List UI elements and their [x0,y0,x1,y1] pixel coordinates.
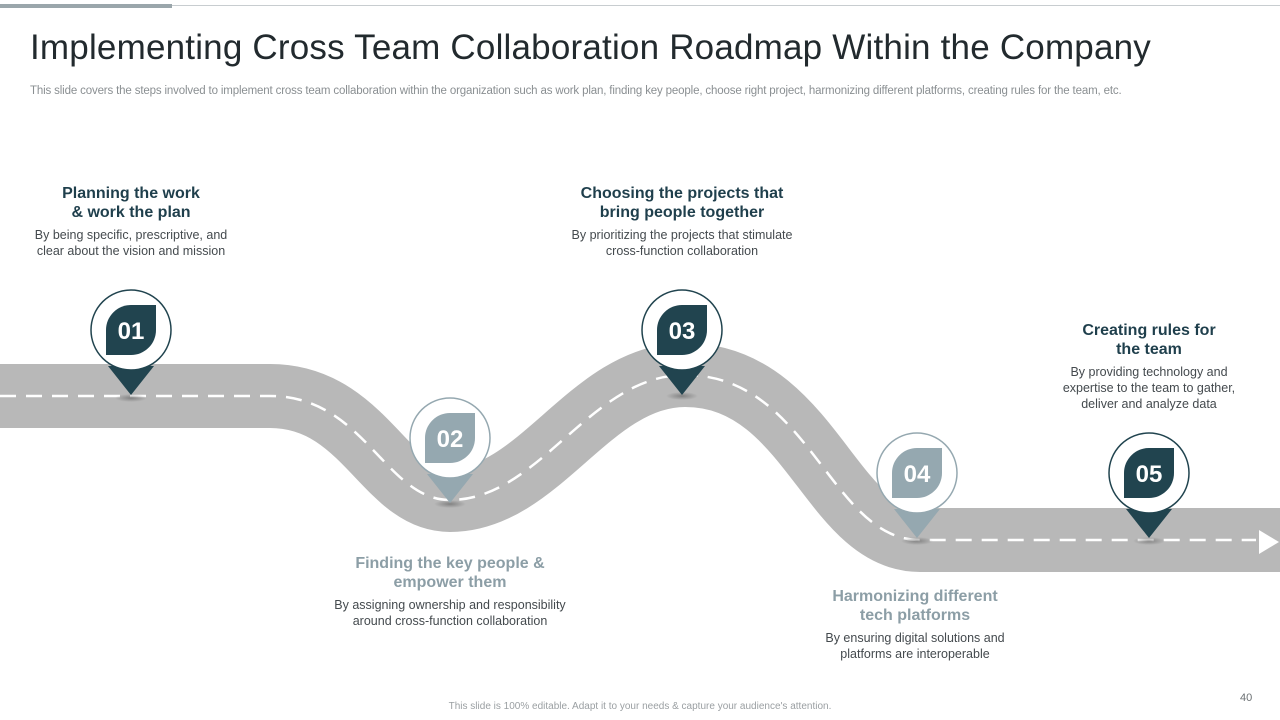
step-03-text: Choosing the projects that bring people … [542,184,822,259]
top-accent-bar [0,4,172,8]
road-center-line [0,373,1256,542]
marker-05-number: 05 [1136,461,1163,488]
step-04-text: Harmonizing different tech platforms By … [780,587,1050,662]
step-05-text: Creating rules for the team By providing… [1034,321,1264,412]
slide-title: Implementing Cross Team Collaboration Ro… [30,28,1152,67]
step-01-text: Planning the work & work the plan By bei… [11,184,251,259]
step-01-title: Planning the work & work the plan [62,185,200,221]
step-04-title: Harmonizing different tech platforms [832,588,998,624]
page-number: 40 [1240,692,1253,704]
step-05-title: Creating rules for the team [1082,322,1216,358]
marker-01: 01 [90,289,172,402]
top-divider [0,5,1280,6]
marker-03-number: 03 [669,318,696,345]
marker-05: 05 [1108,432,1190,545]
marker-03: 03 [641,289,723,400]
step-05-description: By providing technology and expertise to… [1062,365,1236,411]
step-01-description: By being specific, prescriptive, and cle… [34,228,228,258]
step-02-description: By assigning ownership and responsibilit… [334,598,566,628]
marker-01-number: 01 [118,318,145,345]
footer-note: This slide is 100% editable. Adapt it to… [448,701,832,712]
marker-04: 04 [876,432,958,545]
step-03-title: Choosing the projects that bring people … [580,185,784,221]
step-02-text: Finding the key people & empower them By… [305,554,595,629]
marker-04-number: 04 [904,461,931,488]
step-04-description: By ensuring digital solutions and platfo… [825,631,1005,661]
marker-02-number: 02 [437,426,464,453]
step-03-description: By prioritizing the projects that stimul… [571,228,793,258]
slide-subtitle: This slide covers the steps involved to … [30,85,1122,97]
marker-02: 02 [409,397,491,508]
step-02-title: Finding the key people & empower them [355,555,545,591]
road-arrow-head [1259,530,1279,554]
